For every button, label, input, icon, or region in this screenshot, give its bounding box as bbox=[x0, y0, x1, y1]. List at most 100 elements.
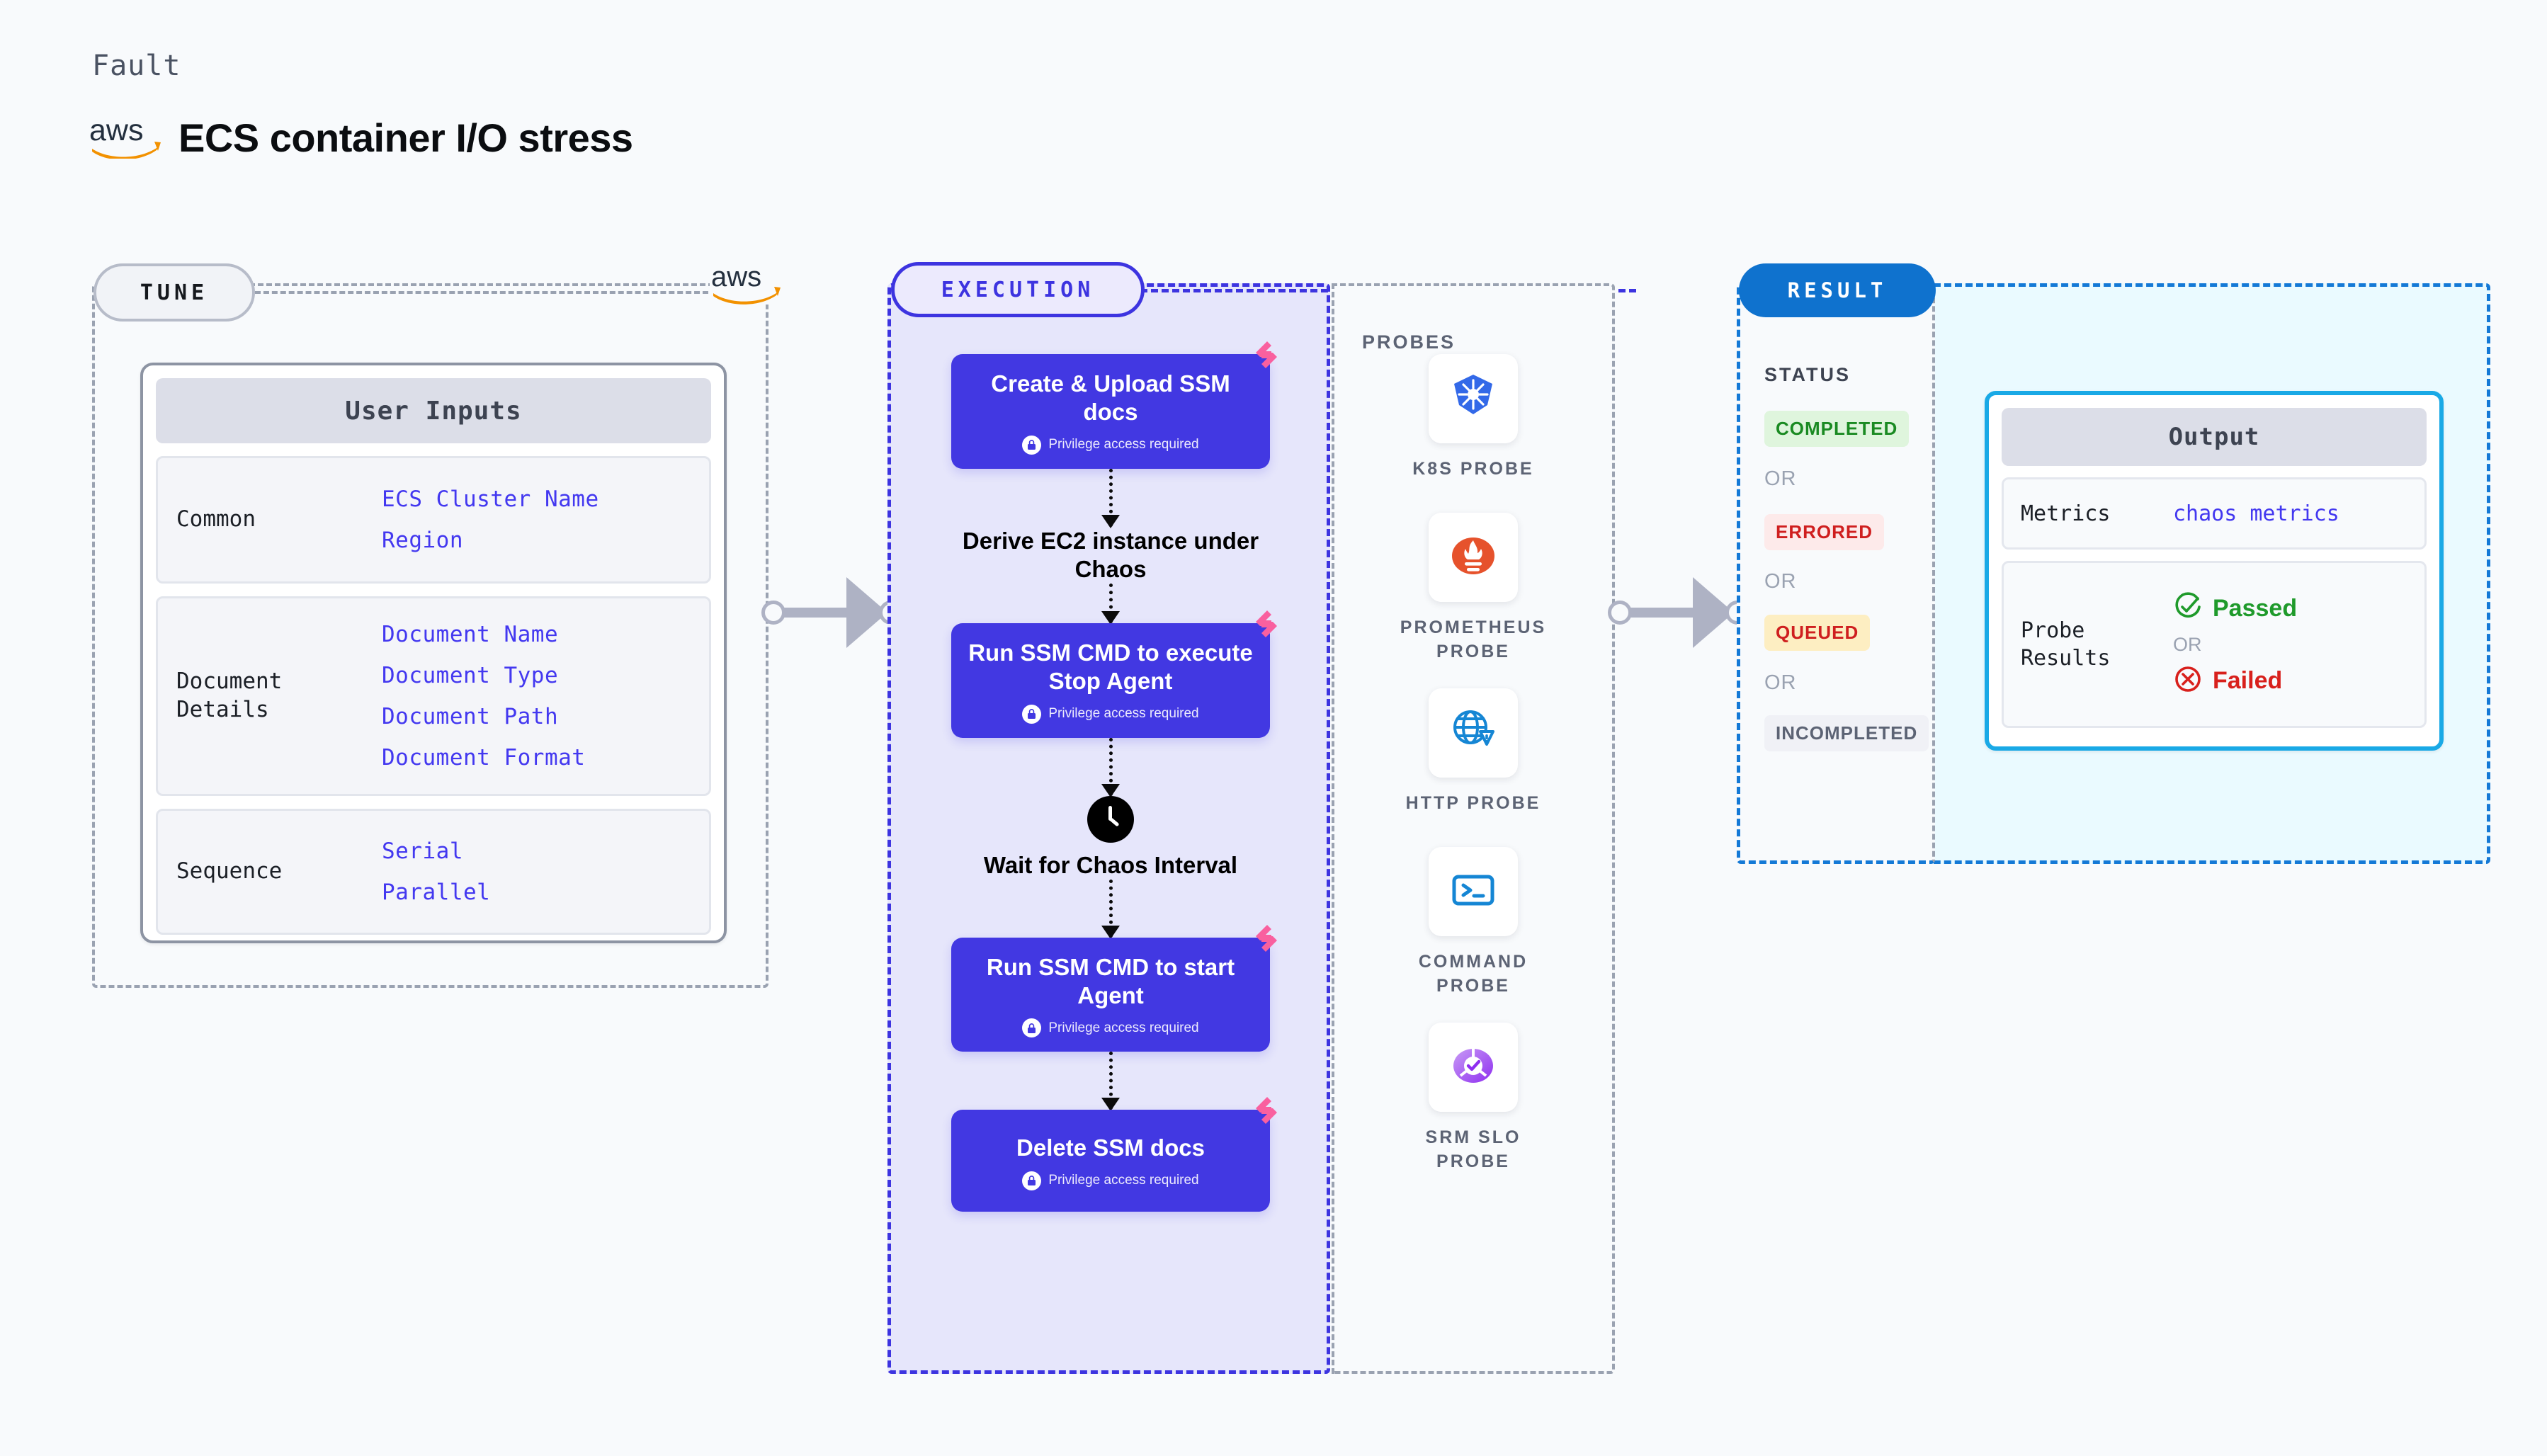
input-group-label: Document Details bbox=[176, 669, 283, 722]
privilege-note: Privilege access required bbox=[965, 704, 1256, 724]
result-status-container bbox=[1737, 283, 1935, 864]
status-or-2: OR bbox=[1764, 570, 1797, 593]
input-group-common: Common ECS Cluster Name Region bbox=[156, 456, 711, 584]
svg-text:aws: aws bbox=[711, 261, 761, 292]
clock-icon bbox=[1087, 795, 1134, 843]
probe-prometheus[interactable]: PROMETHEUS PROBE bbox=[1371, 513, 1576, 664]
status-badge-completed: COMPLETED bbox=[1764, 411, 1910, 447]
lock-icon bbox=[1022, 1018, 1042, 1038]
probe-tile bbox=[1429, 1023, 1518, 1112]
tune-container bbox=[92, 283, 768, 988]
input-serial[interactable]: Serial bbox=[382, 838, 463, 864]
input-group-sequence: Sequence Serial Parallel bbox=[156, 809, 711, 935]
flow-arrow bbox=[951, 584, 1270, 625]
probe-result-failed: Failed bbox=[2173, 664, 2297, 698]
probe-label: K8S PROBE bbox=[1412, 459, 1534, 479]
svg-text:aws: aws bbox=[89, 113, 143, 147]
terminal-icon bbox=[1446, 863, 1500, 921]
privilege-note: Privilege access required bbox=[965, 1171, 1256, 1190]
harness-badge-icon bbox=[1250, 1094, 1283, 1130]
probe-tile bbox=[1429, 354, 1518, 443]
input-ecs-cluster-name[interactable]: ECS Cluster Name bbox=[382, 487, 599, 512]
status-badge-errored: ERRORED bbox=[1764, 514, 1885, 550]
http-globe-warning-icon bbox=[1446, 705, 1500, 762]
metrics-label: Metrics bbox=[2021, 501, 2111, 526]
output-card: Output Metrics chaos metrics Probe Resul… bbox=[1985, 391, 2444, 751]
metrics-value[interactable]: chaos metrics bbox=[2173, 501, 2339, 526]
failed-label: Failed bbox=[2213, 666, 2283, 694]
privilege-label: Privilege access required bbox=[1048, 437, 1199, 452]
input-document-type[interactable]: Document Type bbox=[382, 663, 559, 688]
privilege-label: Privilege access required bbox=[1048, 1173, 1199, 1188]
connector-dot-start bbox=[1608, 601, 1632, 625]
execution-step-delete-ssm-docs[interactable]: Delete SSM docs Privilege access require… bbox=[951, 1097, 1277, 1212]
flow-arrow bbox=[951, 737, 1270, 797]
page-title-row: aws ECS container I/O stress bbox=[89, 113, 633, 162]
probe-tile bbox=[1429, 688, 1518, 778]
probes-title: PROBES bbox=[1362, 331, 1456, 353]
execution-step-derive-ec2-instance: Derive EC2 instance under Chaos bbox=[951, 527, 1270, 584]
probe-k8s[interactable]: K8S PROBE bbox=[1371, 354, 1576, 482]
harness-badge-icon bbox=[1250, 608, 1283, 644]
probe-result-or: OR bbox=[2173, 633, 2202, 655]
output-title: Output bbox=[2002, 408, 2427, 466]
input-document-format[interactable]: Document Format bbox=[382, 745, 586, 770]
execution-pill[interactable]: EXECUTION bbox=[891, 262, 1145, 317]
probe-command[interactable]: COMMAND PROBE bbox=[1371, 847, 1576, 999]
privilege-note: Privilege access required bbox=[965, 1018, 1256, 1038]
input-document-name[interactable]: Document Name bbox=[382, 622, 559, 647]
status-badge-queued: QUEUED bbox=[1764, 615, 1871, 651]
probe-result-passed: Passed bbox=[2173, 591, 2298, 625]
step-title: Derive EC2 instance under Chaos bbox=[962, 527, 1259, 582]
step-title: Create & Upload SSM docs bbox=[991, 370, 1230, 426]
execution-flow: Create & Upload SSM docs Privilege acces… bbox=[951, 341, 1277, 1212]
execution-step-run-ssm-cmd-stop-agent[interactable]: Run SSM CMD to execute Stop Agent Privil… bbox=[951, 610, 1277, 738]
output-row-metrics: Metrics chaos metrics bbox=[2002, 477, 2427, 550]
privilege-note: Privilege access required bbox=[965, 435, 1256, 455]
result-pill[interactable]: RESULT bbox=[1739, 263, 1936, 317]
lock-icon bbox=[1022, 435, 1042, 455]
connector-line bbox=[1621, 608, 1713, 618]
input-parallel[interactable]: Parallel bbox=[382, 880, 491, 905]
probe-tile bbox=[1429, 847, 1518, 936]
probe-http[interactable]: HTTP PROBE bbox=[1371, 688, 1576, 816]
probe-label: PROMETHEUS PROBE bbox=[1400, 618, 1547, 661]
step-title: Run SSM CMD to execute Stop Agent bbox=[968, 639, 1253, 695]
page-eyebrow: Fault bbox=[92, 50, 181, 82]
probe-label: COMMAND PROBE bbox=[1418, 952, 1528, 996]
input-group-label: Common bbox=[176, 506, 256, 533]
flow-arrow bbox=[951, 879, 1270, 939]
step-title: Wait for Chaos Interval bbox=[983, 851, 1238, 878]
status-badge-incompleted: INCOMPLETED bbox=[1764, 715, 1929, 751]
probe-srm-slo[interactable]: SRM SLO PROBE bbox=[1371, 1023, 1576, 1174]
input-group-document-details: Document Details Document Name Document … bbox=[156, 596, 711, 796]
probe-label: SRM SLO PROBE bbox=[1425, 1127, 1521, 1171]
tune-pill[interactable]: TUNE bbox=[93, 263, 255, 322]
user-inputs-title: User Inputs bbox=[156, 378, 711, 443]
input-document-path[interactable]: Document Path bbox=[382, 704, 559, 729]
passed-label: Passed bbox=[2213, 594, 2298, 622]
execution-step-create-upload-ssm-docs[interactable]: Create & Upload SSM docs Privilege acces… bbox=[951, 341, 1277, 469]
status-title: STATUS bbox=[1764, 364, 1851, 385]
tune-connector-line bbox=[255, 291, 708, 294]
srm-slo-icon bbox=[1446, 1039, 1500, 1096]
x-circle-icon bbox=[2173, 664, 2203, 698]
lock-icon bbox=[1022, 1171, 1042, 1190]
execution-step-run-ssm-cmd-start-agent[interactable]: Run SSM CMD to start Agent Privilege acc… bbox=[951, 924, 1277, 1052]
probe-tile bbox=[1429, 513, 1518, 602]
lock-icon bbox=[1022, 704, 1042, 724]
flow-arrow bbox=[951, 1052, 1270, 1112]
input-region[interactable]: Region bbox=[382, 528, 463, 553]
step-title: Run SSM CMD to start Agent bbox=[986, 953, 1235, 1008]
probe-results-label: Probe Results bbox=[2021, 618, 2111, 671]
status-or-1: OR bbox=[1764, 467, 1797, 490]
connector-line bbox=[774, 608, 866, 618]
probes-container bbox=[1332, 283, 1615, 1374]
execution-step-wait-for-chaos-interval: Wait for Chaos Interval bbox=[951, 795, 1270, 880]
connector-execution-to-result bbox=[1608, 577, 1749, 648]
check-circle-icon bbox=[2173, 591, 2203, 625]
user-inputs-card: User Inputs Common ECS Cluster Name Regi… bbox=[140, 363, 727, 943]
kubernetes-icon bbox=[1446, 370, 1500, 428]
harness-badge-icon bbox=[1250, 339, 1283, 375]
